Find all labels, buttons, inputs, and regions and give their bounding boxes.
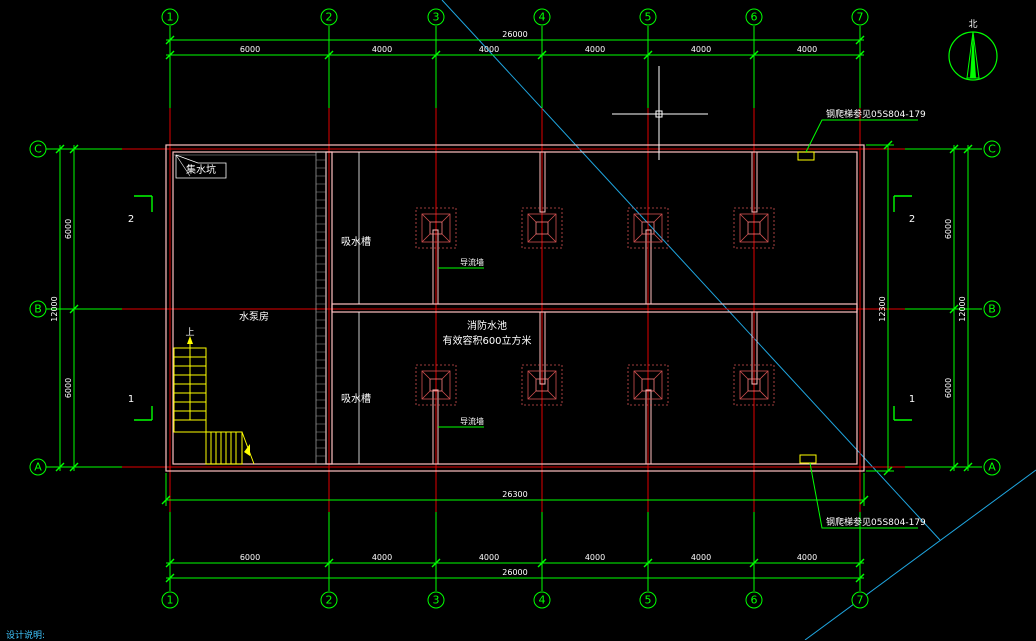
dim-right-total: 12000 bbox=[958, 296, 967, 321]
dim-top-span-6: 4000 bbox=[797, 45, 817, 54]
ladder-note-bottom: 钢爬梯参见05S804-179 bbox=[826, 516, 926, 528]
dimension-texts: 26000 6000 4000 4000 4000 4000 4000 2630… bbox=[50, 30, 967, 577]
axis-label-3-bottom: 3 bbox=[433, 594, 440, 607]
crosshair-cursor-icon bbox=[612, 66, 708, 160]
baffle-walls bbox=[432, 151, 758, 465]
dim-bottom-span-5: 4000 bbox=[691, 553, 711, 562]
dim-bottom-span-6: 4000 bbox=[797, 553, 817, 562]
footer-note: 设计说明: bbox=[6, 631, 46, 641]
dim-top-span-2: 4000 bbox=[372, 45, 392, 54]
tank-volume-label: 有效容积600立方米 bbox=[442, 334, 531, 347]
stair bbox=[173, 340, 255, 465]
baffle-leaders bbox=[438, 267, 484, 428]
axis-label-1-bottom: 1 bbox=[167, 594, 174, 607]
dimension-ticks bbox=[55, 35, 973, 583]
inner-wall-ladder bbox=[315, 151, 327, 465]
dim-bottom-outer-total: 26300 bbox=[502, 490, 527, 499]
axis-label-c-left: C bbox=[34, 143, 42, 156]
dim-bottom-total: 26000 bbox=[502, 568, 527, 577]
axis-label-5-top: 5 bbox=[645, 11, 652, 24]
suction-well-top-label: 吸水槽 bbox=[341, 235, 371, 248]
column-footing bbox=[733, 364, 775, 406]
dim-top-span-5: 4000 bbox=[691, 45, 711, 54]
axis-labels: 1 2 3 4 5 6 7 1 2 3 4 5 6 7 C B A C B A bbox=[34, 11, 996, 607]
tank-title-label: 消防水池 bbox=[467, 319, 507, 332]
column-footing bbox=[415, 364, 457, 406]
axis-label-a-left: A bbox=[34, 461, 42, 474]
dim-bottom-span-3: 4000 bbox=[479, 553, 499, 562]
building-walls bbox=[165, 144, 865, 472]
dim-top-span-3: 4000 bbox=[479, 45, 499, 54]
dim-top-span-4: 4000 bbox=[585, 45, 605, 54]
horizontal-axis-lines bbox=[122, 148, 905, 468]
suction-well-bottom-label: 吸水槽 bbox=[341, 392, 371, 405]
diagonal-guide-line-2 bbox=[804, 469, 1036, 640]
stair-up-label: 上 bbox=[185, 327, 194, 338]
axis-label-4-top: 4 bbox=[539, 11, 546, 24]
axis-label-6-top: 6 bbox=[751, 11, 758, 24]
vertical-axis-lines bbox=[169, 108, 861, 512]
dim-bottom-span-2: 4000 bbox=[372, 553, 392, 562]
ladder-openings bbox=[797, 151, 817, 464]
north-arrow-icon bbox=[948, 31, 998, 81]
axis-label-b-left: B bbox=[34, 303, 42, 316]
axis-label-7-bottom: 7 bbox=[857, 594, 864, 607]
axis-label-3-top: 3 bbox=[433, 11, 440, 24]
wall-hatch bbox=[174, 154, 326, 457]
column-footing bbox=[627, 364, 669, 406]
section-mark-right-2: 2 bbox=[909, 214, 915, 225]
dim-right-span-2: 6000 bbox=[944, 378, 953, 398]
axis-label-4-bottom: 4 bbox=[539, 594, 546, 607]
dim-right-span-1: 6000 bbox=[944, 219, 953, 239]
column-footing bbox=[521, 364, 563, 406]
section-mark-left-1: 1 bbox=[128, 394, 134, 405]
axis-label-c-right: C bbox=[988, 143, 996, 156]
axis-label-5-bottom: 5 bbox=[645, 594, 652, 607]
section-mark-right-1: 1 bbox=[909, 394, 915, 405]
column-footings bbox=[415, 207, 775, 406]
dim-left-span-2: 6000 bbox=[64, 378, 73, 398]
axis-label-1-top: 1 bbox=[167, 11, 174, 24]
column-footing bbox=[627, 207, 669, 249]
axis-label-a-right: A bbox=[988, 461, 996, 474]
section-mark-left-2: 2 bbox=[128, 214, 134, 225]
dim-right-outer-total: 12300 bbox=[878, 296, 887, 321]
dim-top-span-1: 6000 bbox=[240, 45, 260, 54]
section-marks bbox=[134, 195, 912, 421]
dim-bottom-span-4: 4000 bbox=[585, 553, 605, 562]
north-label: 北 bbox=[968, 19, 977, 30]
dimension-lines bbox=[59, 39, 969, 579]
ladder-note-top: 钢爬梯参见05S804-179 bbox=[826, 108, 926, 120]
dim-bottom-span-1: 6000 bbox=[240, 553, 260, 562]
column-footing bbox=[415, 207, 457, 249]
axis-label-2-bottom: 2 bbox=[326, 594, 333, 607]
axis-label-6-bottom: 6 bbox=[751, 594, 758, 607]
sump-label: 集水坑 bbox=[186, 163, 216, 176]
dim-left-span-1: 6000 bbox=[64, 219, 73, 239]
sump-pit: 集水坑 bbox=[175, 154, 227, 179]
dim-top-total: 26000 bbox=[502, 30, 527, 39]
axis-label-2-top: 2 bbox=[326, 11, 333, 24]
diagonal-guide-line bbox=[441, 0, 941, 541]
stair-arrow bbox=[244, 444, 250, 456]
dim-left-total: 12000 bbox=[50, 296, 59, 321]
column-footing bbox=[521, 207, 563, 249]
baffle-top-label: 导流墙 bbox=[460, 257, 484, 267]
axis-label-b-right: B bbox=[988, 303, 996, 316]
column-footing bbox=[733, 207, 775, 249]
stair-up-arrow bbox=[187, 336, 193, 344]
axis-label-7-top: 7 bbox=[857, 11, 864, 24]
baffle-bottom-label: 导流墙 bbox=[460, 416, 484, 426]
pump-room-label: 水泵房 bbox=[239, 310, 269, 323]
ladder-leaders bbox=[805, 119, 918, 529]
axis-bubbles bbox=[29, 8, 1001, 609]
